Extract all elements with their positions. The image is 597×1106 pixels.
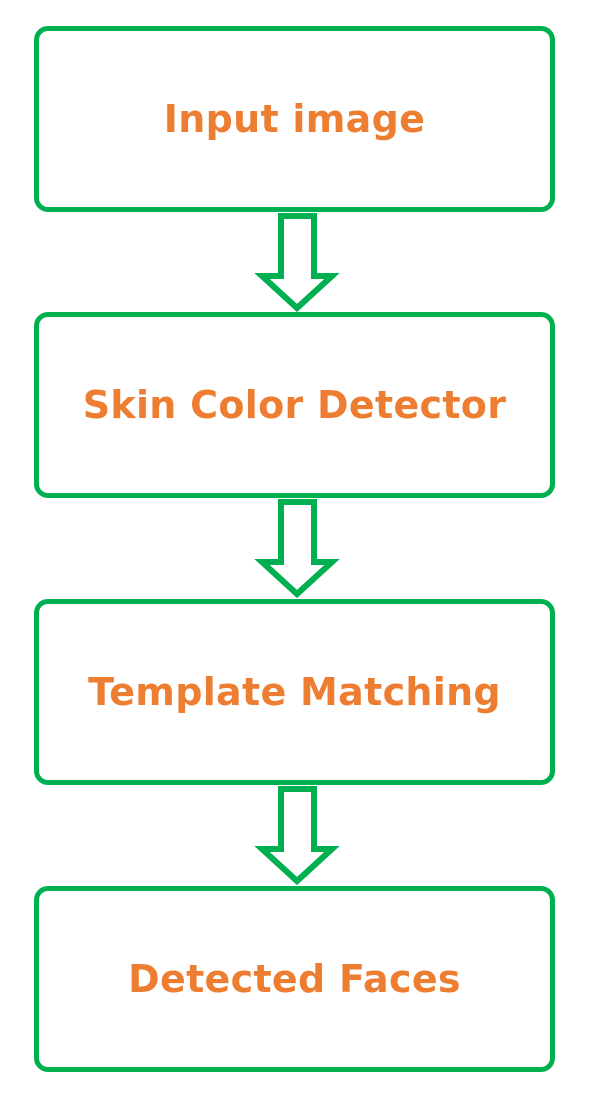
down-arrow-icon	[254, 499, 340, 599]
down-arrow-icon	[254, 213, 340, 313]
step-box-template-matching: Template Matching	[34, 599, 555, 785]
step-label: Input image	[163, 97, 426, 141]
down-arrow-icon	[254, 786, 340, 886]
step-label: Detected Faces	[128, 957, 461, 1001]
step-box-input-image: Input image	[34, 26, 555, 212]
step-box-detected-faces: Detected Faces	[34, 886, 555, 1072]
step-box-skin-color-detector: Skin Color Detector	[34, 312, 555, 498]
step-label: Template Matching	[88, 670, 501, 714]
step-label: Skin Color Detector	[82, 383, 507, 427]
